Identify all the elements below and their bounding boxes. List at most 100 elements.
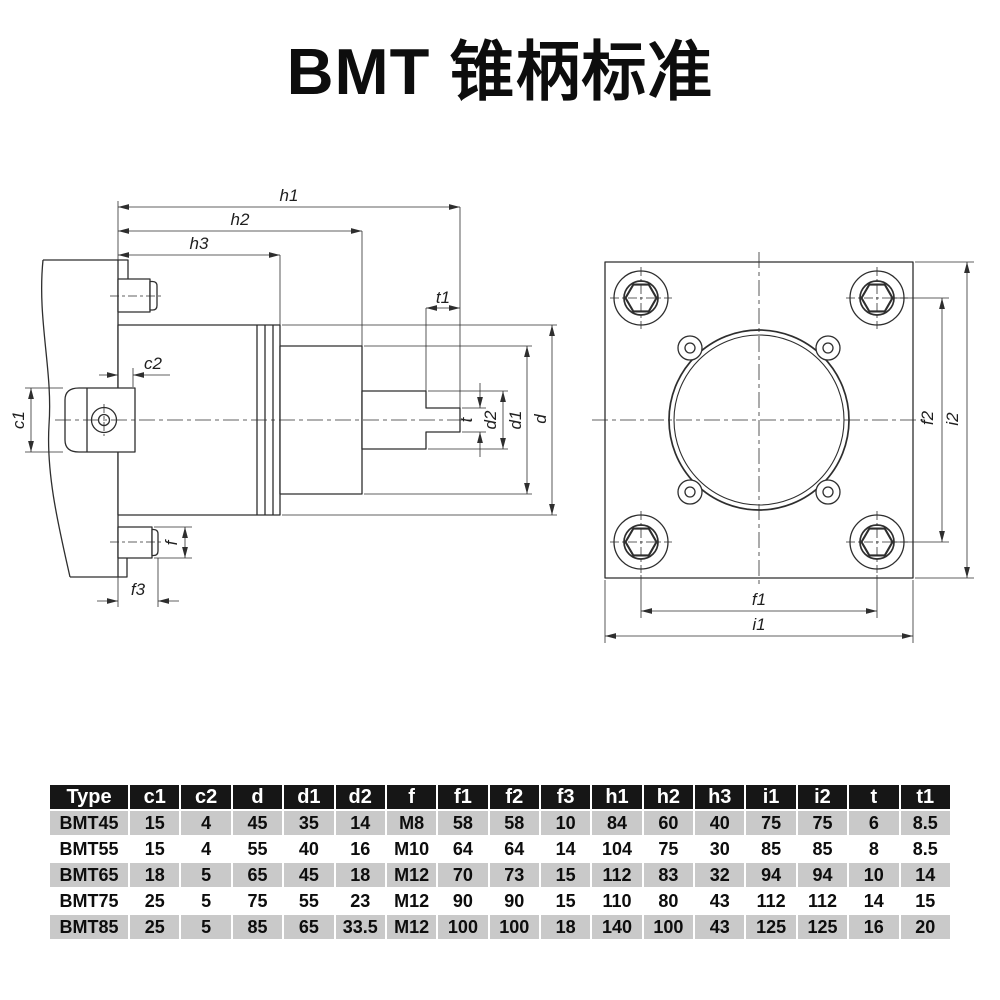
value-cell: M12	[386, 863, 437, 887]
value-cell: 33.5	[335, 915, 385, 939]
value-cell: M12	[386, 915, 437, 939]
value-cell: 10	[849, 863, 899, 887]
value-cell: 45	[284, 863, 334, 887]
value-cell: 8.5	[900, 811, 950, 835]
value-cell: 85	[232, 915, 283, 939]
label-c1: c1	[9, 411, 28, 429]
value-cell: 18	[540, 915, 591, 939]
value-cell: 15	[130, 837, 180, 861]
label-h2: h2	[231, 210, 250, 229]
technical-drawing: h1 h2 h3 t1 c2 c1 f f3 t d2 d1 d	[9, 186, 974, 643]
value-cell: 94	[797, 863, 848, 887]
value-cell: 15	[540, 863, 591, 887]
value-cell: 14	[335, 811, 385, 835]
label-i2: i2	[943, 412, 962, 426]
label-f: f	[162, 538, 181, 545]
value-cell: 94	[746, 863, 796, 887]
hex-socket	[624, 283, 658, 313]
value-cell: 15	[130, 811, 180, 835]
column-header: f3	[540, 785, 591, 809]
label-f2: f2	[918, 410, 937, 425]
value-cell: 100	[489, 915, 539, 939]
value-cell: 140	[592, 915, 642, 939]
corner-bolt	[610, 267, 672, 329]
value-cell: 85	[746, 837, 796, 861]
value-cell: 112	[592, 863, 642, 887]
value-cell: 43	[695, 915, 745, 939]
label-f1: f1	[752, 590, 766, 609]
column-header: i2	[797, 785, 848, 809]
label-d2: d2	[481, 410, 500, 429]
value-cell: 15	[900, 889, 950, 913]
label-i1: i1	[752, 615, 765, 634]
pin-hole	[815, 335, 841, 361]
value-cell: 14	[849, 889, 899, 913]
value-cell: 8	[849, 837, 899, 861]
value-cell: 40	[695, 811, 745, 835]
label-t: t	[457, 416, 476, 422]
value-cell: M8	[386, 811, 437, 835]
value-cell: 40	[284, 837, 334, 861]
mounting-stud-top	[117, 278, 158, 313]
value-cell: 58	[489, 811, 539, 835]
value-cell: 55	[284, 889, 334, 913]
label-c2: c2	[144, 354, 163, 373]
value-cell: 14	[900, 863, 950, 887]
label-d: d	[531, 414, 550, 424]
value-cell: 5	[181, 915, 231, 939]
value-cell: 100	[438, 915, 488, 939]
column-header: Type	[50, 785, 129, 809]
column-header: c1	[130, 785, 180, 809]
value-cell: 64	[489, 837, 539, 861]
column-header: d1	[284, 785, 334, 809]
pin-hole	[677, 335, 703, 361]
value-cell: 84	[592, 811, 642, 835]
mounting-stud-bottom	[117, 526, 159, 559]
side-view: h1 h2 h3 t1 c2 c1 f f3 t d2 d1 d	[9, 186, 557, 607]
value-cell: 10	[540, 811, 591, 835]
value-cell: 43	[695, 889, 745, 913]
value-cell: 5	[181, 863, 231, 887]
column-header: h3	[695, 785, 745, 809]
row-type-cell: BMT85	[50, 915, 129, 939]
value-cell: 104	[592, 837, 642, 861]
row-type-cell: BMT75	[50, 889, 129, 913]
value-cell: 75	[797, 811, 848, 835]
value-cell: 112	[797, 889, 848, 913]
label-h1: h1	[280, 186, 299, 205]
value-cell: 15	[540, 889, 591, 913]
row-type-cell: BMT65	[50, 863, 129, 887]
value-cell: 90	[489, 889, 539, 913]
column-header: h1	[592, 785, 642, 809]
column-header: c2	[181, 785, 231, 809]
column-header: d	[232, 785, 283, 809]
value-cell: 83	[643, 863, 694, 887]
value-cell: M10	[386, 837, 437, 861]
value-cell: 58	[438, 811, 488, 835]
value-cell: 85	[797, 837, 848, 861]
value-cell: 32	[695, 863, 745, 887]
stud-cap	[151, 528, 159, 557]
value-cell: 75	[643, 837, 694, 861]
front-centerlines	[592, 252, 928, 586]
row-type-cell: BMT55	[50, 837, 129, 861]
value-cell: 125	[746, 915, 796, 939]
value-cell: 5	[181, 889, 231, 913]
corner-bolt	[846, 511, 908, 573]
value-cell: 55	[232, 837, 283, 861]
value-cell: M12	[386, 889, 437, 913]
pin-hole	[677, 479, 703, 505]
value-cell: 100	[643, 915, 694, 939]
value-cell: 70	[438, 863, 488, 887]
value-cell: 73	[489, 863, 539, 887]
value-cell: 18	[335, 863, 385, 887]
column-header: d2	[335, 785, 385, 809]
value-cell: 75	[746, 811, 796, 835]
value-cell: 18	[130, 863, 180, 887]
